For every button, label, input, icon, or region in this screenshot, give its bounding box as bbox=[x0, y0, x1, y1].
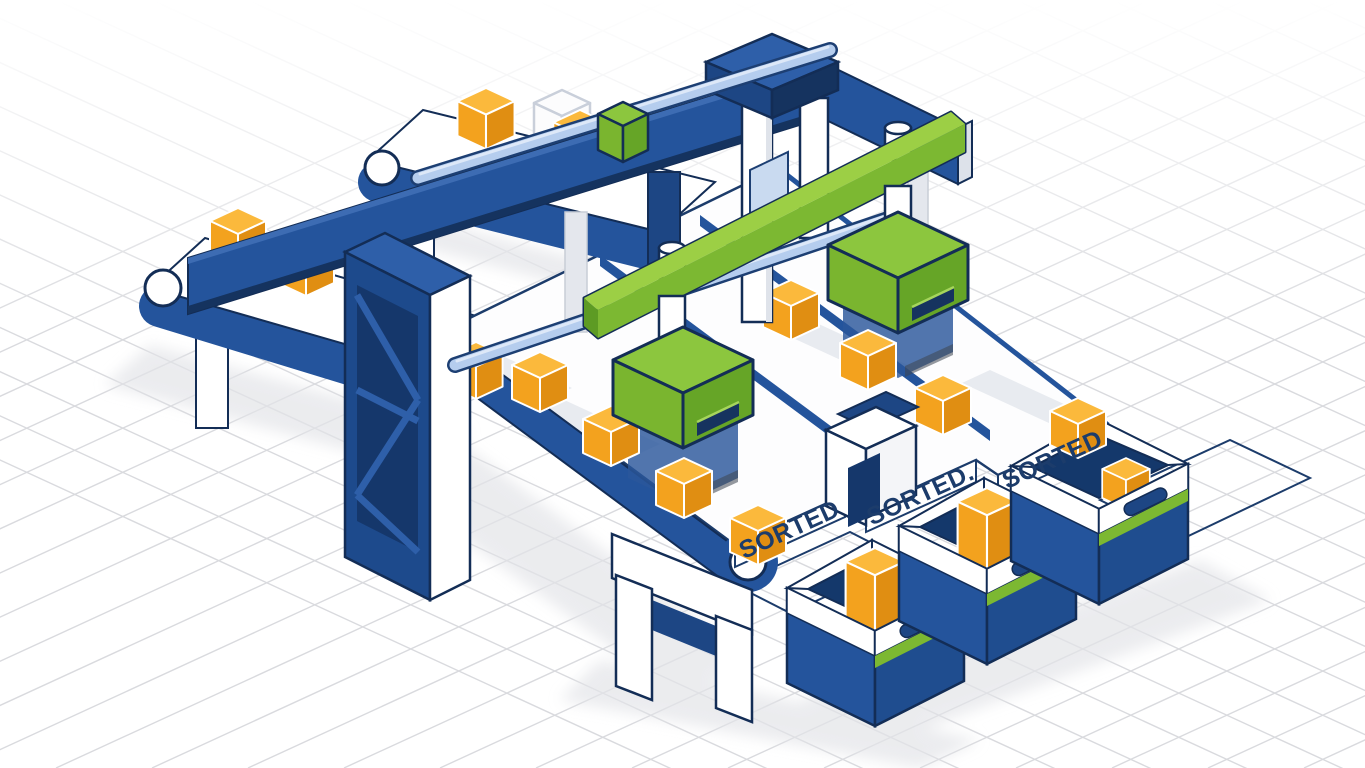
scanner-cube bbox=[596, 100, 650, 164]
arch-opening bbox=[652, 600, 716, 656]
grid-line bbox=[1015, 606, 1365, 768]
package-box bbox=[655, 457, 713, 519]
grid-line bbox=[919, 562, 1365, 768]
mid-arch bbox=[823, 390, 921, 527]
tower-bracing bbox=[353, 293, 422, 555]
belt-roller bbox=[363, 149, 401, 187]
curtain-shadow bbox=[905, 344, 953, 377]
portal-beam-face bbox=[770, 60, 840, 120]
end-arch bbox=[610, 532, 754, 724]
grid-line bbox=[151, 209, 1365, 768]
grid-line bbox=[0, 326, 960, 768]
gantry-rail bbox=[582, 110, 967, 340]
package-box bbox=[914, 374, 972, 436]
package-box bbox=[839, 329, 897, 391]
grid-line bbox=[0, 459, 672, 768]
tower-right-face bbox=[428, 274, 472, 603]
grid-line bbox=[247, 253, 1365, 768]
truss-tower bbox=[342, 231, 473, 603]
belt-roller bbox=[143, 268, 183, 308]
package-box bbox=[511, 351, 569, 413]
arch-opening bbox=[848, 453, 880, 527]
tower-panel bbox=[357, 285, 418, 552]
gantry bbox=[582, 110, 970, 450]
package-box bbox=[456, 86, 516, 151]
bridge-highlight bbox=[188, 62, 822, 264]
